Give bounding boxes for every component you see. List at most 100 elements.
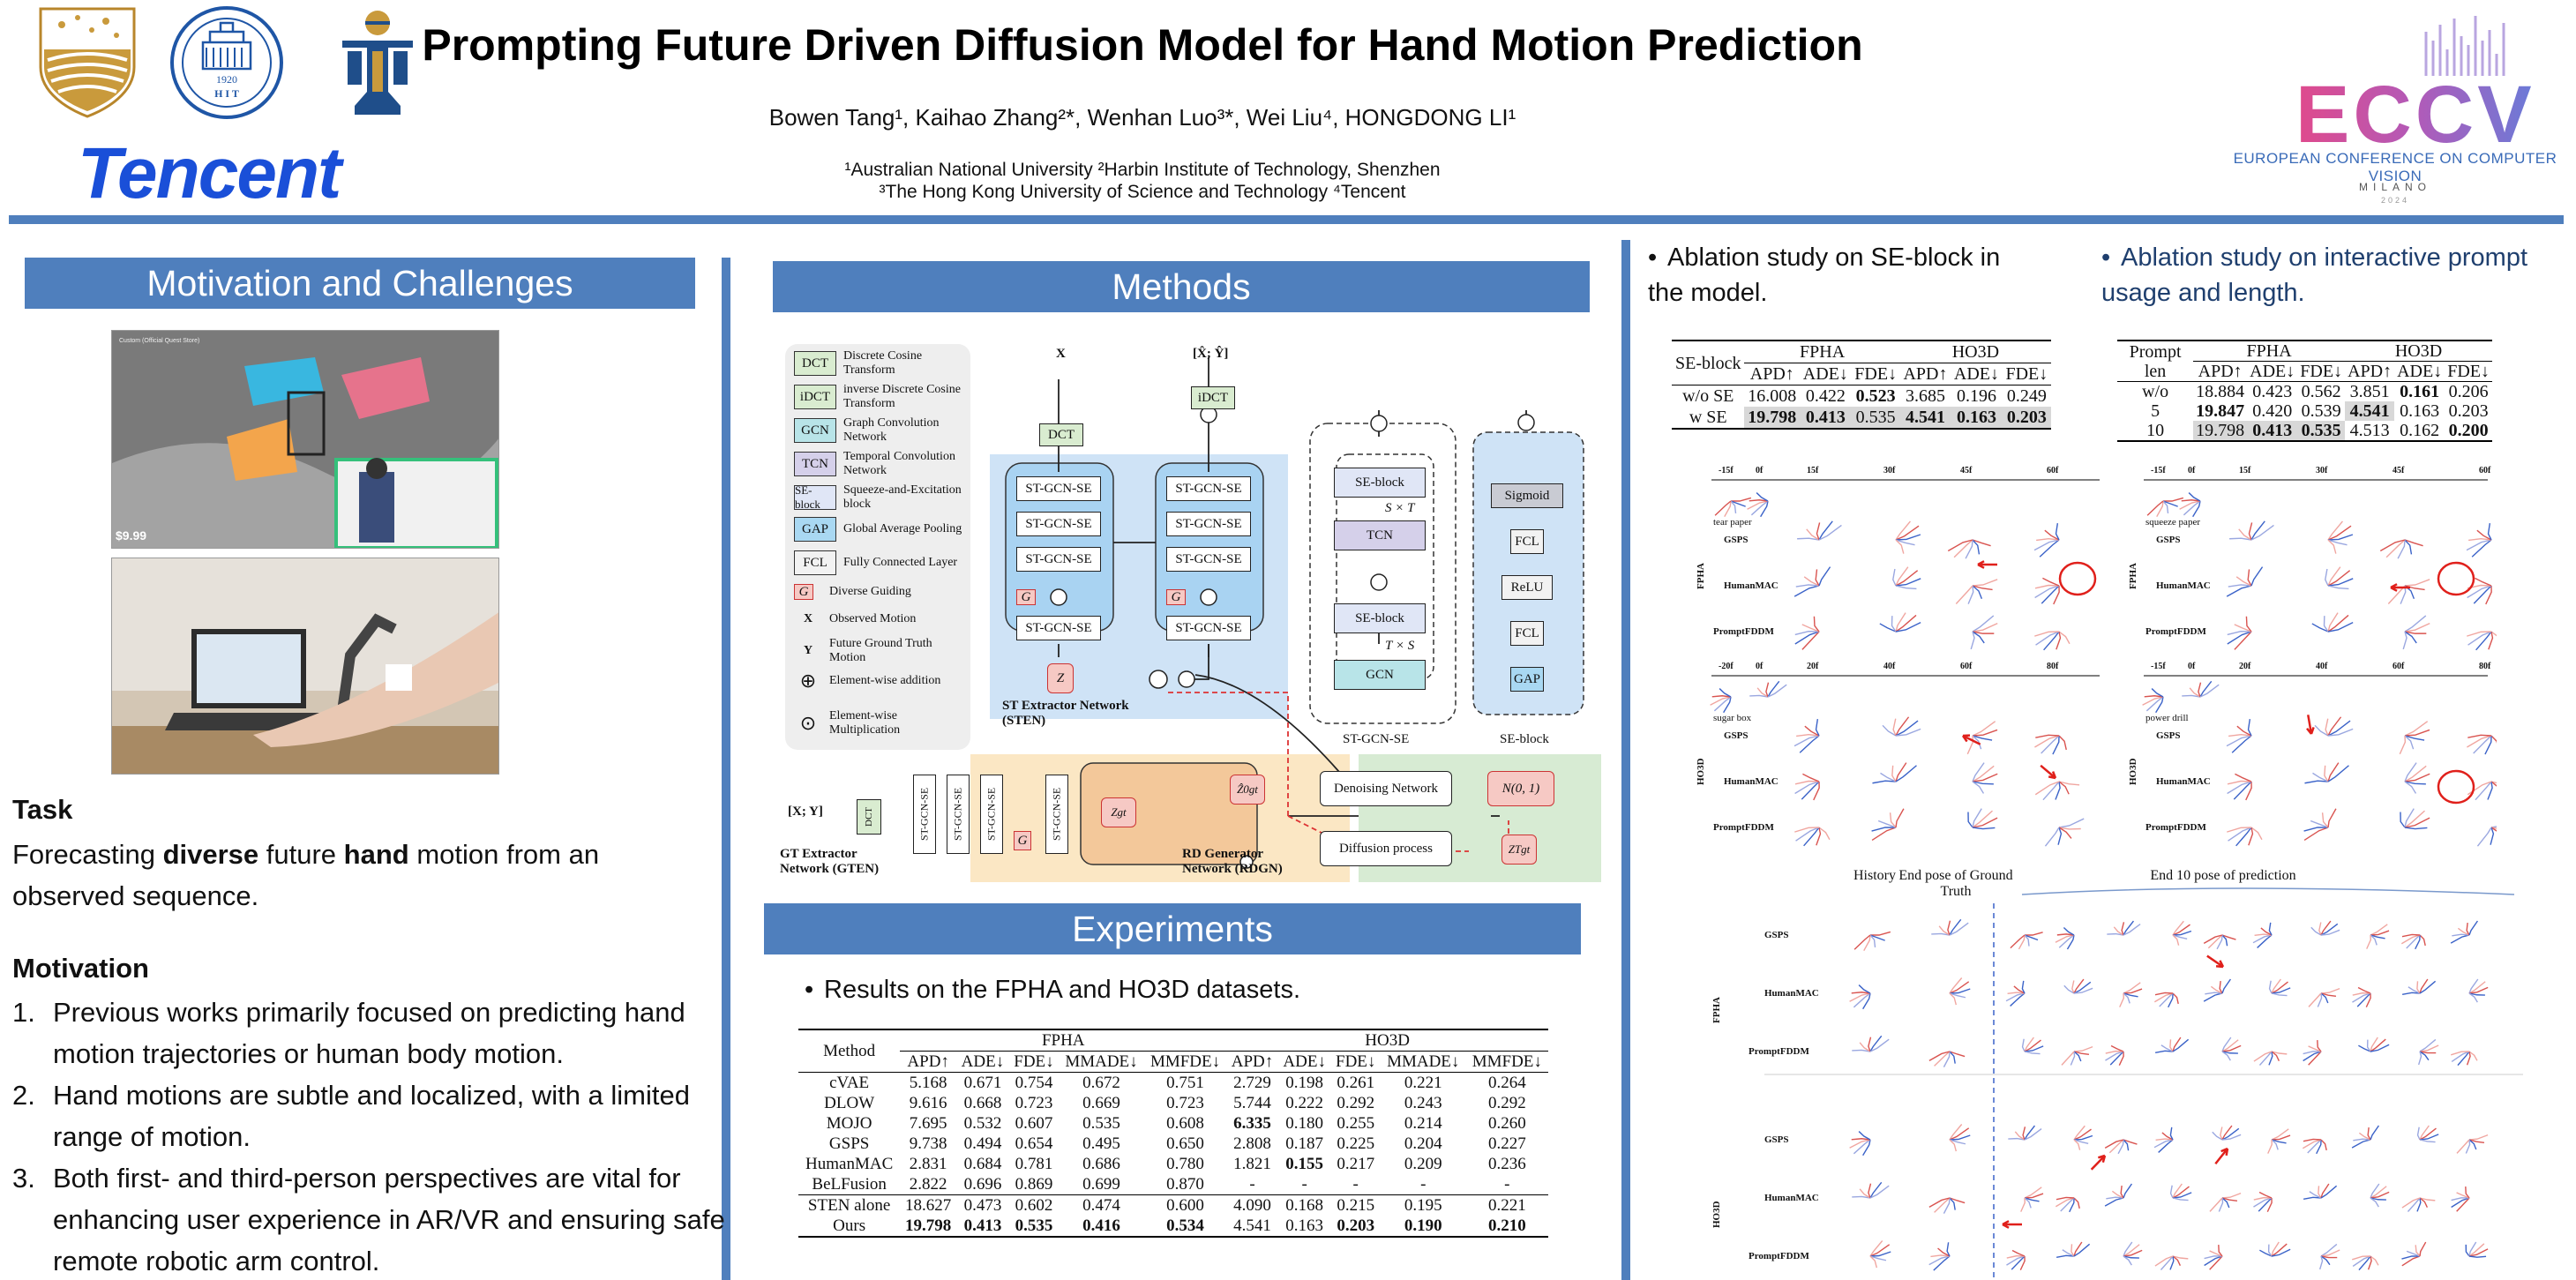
table-cell: 0.535: [2297, 421, 2346, 441]
table-cell: 0.217: [1337, 1155, 1375, 1173]
frame-label: 20f: [1807, 662, 1819, 671]
legend-swatch: GCN: [794, 418, 836, 443]
fpha-group-header: FPHA: [2193, 341, 2346, 362]
table-cell: -: [1249, 1175, 1255, 1194]
frame-label: 80f: [2479, 662, 2491, 671]
hand-skeleton: [1849, 1131, 1871, 1156]
table-cell: 5.168: [909, 1074, 947, 1092]
ablation-se-bullet: •Ablation study on SE-block in the model…: [1648, 240, 2036, 311]
task-text-mid: future: [258, 839, 344, 870]
hand-skeleton: [2466, 523, 2492, 558]
table-cell: 0.686: [1082, 1155, 1120, 1173]
row-label: w/o SE: [1682, 386, 1734, 406]
legend-symbol: Y: [803, 644, 813, 657]
frame-label: 60f: [2393, 662, 2405, 671]
hand-skeleton: [1931, 918, 1969, 936]
method-row-label: HumanMAC: [1724, 580, 1778, 591]
metric-header: FDE↓: [2447, 362, 2490, 381]
hand-skeleton: [1852, 1181, 1890, 1199]
table-cell: 0.203: [2448, 401, 2489, 421]
hand-skeleton: [1966, 721, 1998, 755]
hand-skeleton: [2227, 616, 2252, 650]
st-gcn-se-caption: ST-GCN-SE: [1343, 732, 1410, 746]
metric-header: APD↑: [2348, 362, 2393, 381]
hand-skeleton: [2034, 734, 2067, 755]
frame-label: 45f: [1960, 466, 1973, 475]
highlight-arrow-icon: [1961, 734, 1981, 745]
table-header-metrics: APD↑ ADE↓ FDE↓ APD↑ ADE↓ FDE↓: [2117, 362, 2492, 382]
highlight-arrow-icon: [2002, 1220, 2022, 1229]
sten-label: ST Extractor Network (STEN): [1002, 699, 1129, 728]
frame-label: -15f: [2151, 662, 2166, 671]
table-cell: 0.261: [1337, 1074, 1375, 1092]
table-cell: 0.413: [1800, 407, 1852, 429]
metric-header: APD↑: [2198, 362, 2243, 381]
table-cell: 0.413: [2247, 421, 2298, 441]
hand-skeleton: [1949, 1124, 1971, 1152]
ho3d-group-header: HO3D: [1899, 341, 2051, 363]
z-gt-block: Zgt: [1101, 797, 1136, 827]
task-keyword-diverse: diverse: [162, 839, 259, 870]
hand-skeleton: [2451, 1051, 2478, 1067]
highlight-circle-icon: [2437, 769, 2475, 805]
hand-skeleton: [1869, 1240, 1891, 1269]
affiliations: ¹Australian National University ²Harbin …: [379, 159, 1906, 203]
legend-swatch: SE-block: [794, 483, 836, 511]
hand-skeleton: [2226, 566, 2264, 597]
highlight-arrow-icon: [2214, 1147, 2229, 1165]
method-row-label: GSPS: [2156, 730, 2181, 741]
hand-skeleton: [2268, 978, 2291, 997]
table-cell: 0.236: [1487, 1155, 1526, 1173]
table-cell: 0.474: [1082, 1196, 1120, 1215]
hand-skeleton: [2021, 1037, 2044, 1055]
table-cell: 0.672: [1082, 1074, 1120, 1092]
legend-text: Fully Connected Layer: [843, 556, 958, 569]
gten-st-gcn-se-block: ST-GCN-SE: [947, 775, 970, 854]
affiliation-line-1: ¹Australian National University ²Harbin …: [844, 160, 1441, 180]
table-cell: 0.203: [1337, 1216, 1375, 1235]
action-label: squeeze paper: [2145, 517, 2200, 528]
noise-prior-block: N(0, 1): [1487, 771, 1554, 806]
skeleton-grid-canvas: [1710, 479, 2100, 847]
hand-skeleton: [1793, 566, 1831, 597]
table-cell: -: [1301, 1175, 1307, 1194]
table-cell: 0.539: [2301, 401, 2341, 421]
table-cell: 4.513: [2349, 421, 2390, 440]
hand-skeleton: [1747, 492, 1769, 518]
ho3d-group-header: HO3D: [2345, 341, 2492, 362]
legend-swatch: TCN: [794, 452, 836, 476]
row-label: DLOW: [824, 1094, 875, 1112]
row-label: BeLFusion: [812, 1175, 887, 1194]
hand-skeleton: [2416, 1125, 2439, 1143]
se-column-header: SE-block: [1672, 341, 1745, 385]
frame-label: 15f: [2239, 466, 2251, 475]
hand-skeleton: [2034, 781, 2080, 801]
hand-skeleton: [2209, 1192, 2242, 1212]
column-divider-right: [1621, 240, 1630, 1280]
hand-skeleton: [1714, 497, 1752, 518]
table-header-metrics: APD↑ ADE↓ FDE↓ APD↑ ADE↓ FDE↓: [1672, 363, 2051, 385]
metric-header: ADE↓: [961, 1052, 1005, 1071]
table-cell: 0.473: [963, 1196, 1002, 1215]
gten-dct-block: DCT: [857, 799, 881, 835]
hand-skeleton: [2044, 818, 2085, 847]
robot-arm-photo: [111, 558, 499, 775]
frame-label: 0f: [2188, 466, 2196, 475]
table-cell: 2.831: [909, 1155, 947, 1173]
motivation-item: 3.Both first- and third-person perspecti…: [12, 1157, 727, 1280]
end-pose-canvas: [1764, 887, 2523, 1279]
table-cell: 0.200: [2448, 421, 2489, 440]
table-cell: 0.723: [1166, 1094, 1204, 1112]
hand-skeleton: [2056, 1241, 2091, 1259]
denoising-network-block: Denoising Network: [1320, 771, 1452, 806]
hand-skeleton: [1710, 688, 1732, 714]
hand-skeleton: [2352, 1255, 2379, 1271]
table-cell: 6.335: [1233, 1114, 1271, 1133]
bullet-dot: •: [1648, 243, 1658, 272]
frame-label: 30f: [2316, 466, 2328, 475]
